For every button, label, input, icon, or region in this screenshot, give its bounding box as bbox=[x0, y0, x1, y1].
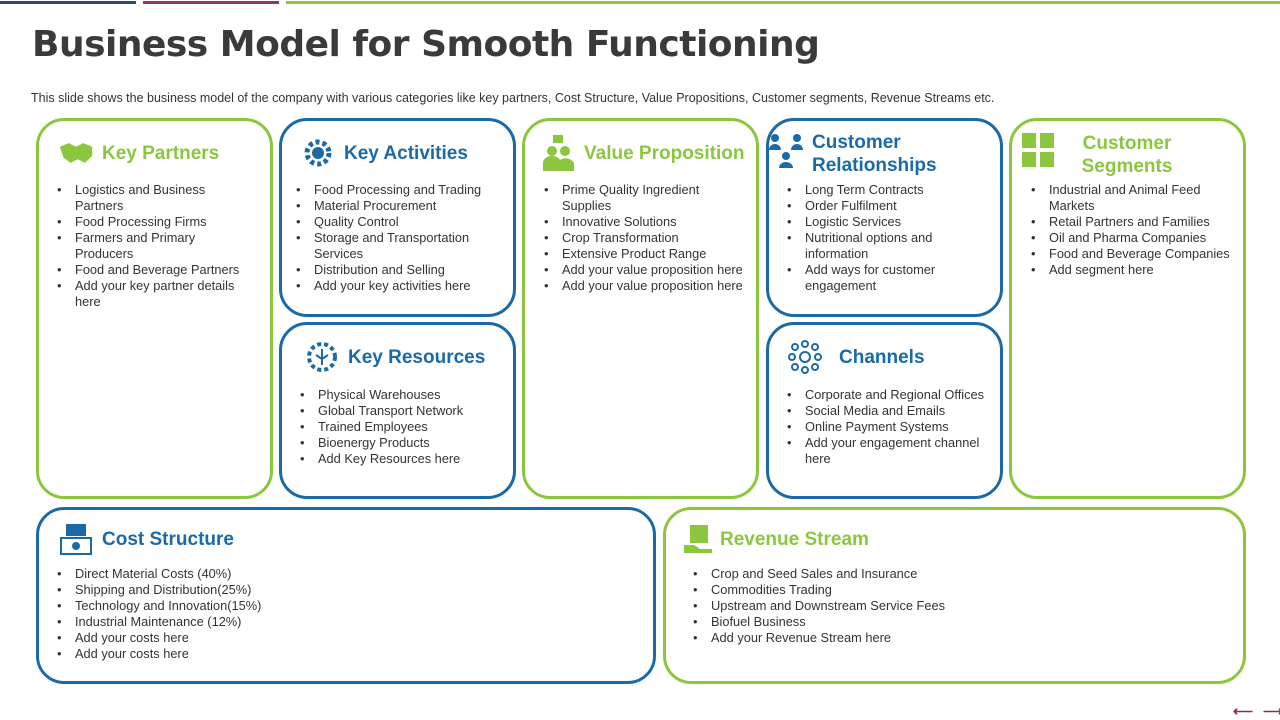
key-partners-header: Key Partners bbox=[58, 135, 219, 171]
value-proposition-box bbox=[522, 118, 759, 499]
key-resources-header: Key Resources bbox=[304, 339, 485, 375]
list-item: Food and Beverage Companies bbox=[1031, 246, 1231, 262]
next-slide-button[interactable]: ⟶ bbox=[1263, 703, 1280, 719]
customer-segments-title: Customer Segments bbox=[1081, 133, 1173, 177]
page-title: Business Model for Smooth Functioning bbox=[32, 24, 820, 65]
list-item: Quality Control bbox=[296, 214, 506, 230]
channels-list: Corporate and Regional Offices Social Me… bbox=[787, 387, 987, 467]
list-item: Logistic Services bbox=[787, 214, 987, 230]
list-item: Farmers and Primary Producers bbox=[57, 230, 257, 262]
list-item: Oil and Pharma Companies bbox=[1031, 230, 1231, 246]
cost-structure-header: Cost Structure bbox=[58, 521, 234, 557]
accent-bar-purple bbox=[143, 1, 279, 4]
list-item: Add your costs here bbox=[57, 646, 457, 662]
list-item: Corporate and Regional Offices bbox=[787, 387, 987, 403]
list-item: Food Processing Firms bbox=[57, 214, 257, 230]
gear-icon bbox=[300, 135, 336, 171]
list-item: Order Fulfilment bbox=[787, 198, 987, 214]
list-item: Commodities Trading bbox=[693, 582, 1093, 598]
customer-segments-header: Customer Segments bbox=[1020, 132, 1182, 178]
resources-icon bbox=[304, 339, 340, 375]
cash-register-icon bbox=[58, 521, 94, 557]
list-item: Prime Quality Ingredient Supplies bbox=[544, 182, 744, 214]
list-item: Industrial Maintenance (12%) bbox=[57, 614, 457, 630]
list-item: Add Key Resources here bbox=[300, 451, 510, 467]
key-activities-list: Food Processing and Trading Material Pro… bbox=[296, 182, 506, 294]
list-item: Food and Beverage Partners bbox=[57, 262, 257, 278]
list-item: Add your key activities here bbox=[296, 278, 506, 294]
list-item: Food Processing and Trading bbox=[296, 182, 506, 198]
channels-header: Channels bbox=[787, 339, 925, 375]
customer-relationships-title: Customer Relationships bbox=[812, 132, 937, 176]
key-activities-title: Key Activities bbox=[344, 142, 468, 164]
list-item: Add your key partner details here bbox=[57, 278, 257, 310]
subtitle: This slide shows the business model of t… bbox=[31, 91, 995, 105]
list-item: Shipping and Distribution(25%) bbox=[57, 582, 457, 598]
money-hand-icon bbox=[680, 521, 716, 557]
list-item: Technology and Innovation(15%) bbox=[57, 598, 457, 614]
revenue-stream-header: Revenue Stream bbox=[680, 521, 869, 557]
list-item: Physical Warehouses bbox=[300, 387, 510, 403]
list-item: Logistics and Business Partners bbox=[57, 182, 257, 214]
handshake-icon bbox=[58, 135, 94, 171]
network-icon bbox=[787, 339, 823, 375]
list-item: Material Procurement bbox=[296, 198, 506, 214]
list-item: Upstream and Downstream Service Fees bbox=[693, 598, 1093, 614]
revenue-stream-list: Crop and Seed Sales and Insurance Commod… bbox=[693, 566, 1093, 646]
customer-segments-list: Industrial and Animal Feed Markets Retai… bbox=[1031, 182, 1231, 278]
list-item: Storage and Transportation Services bbox=[296, 230, 506, 262]
key-resources-title: Key Resources bbox=[348, 346, 486, 368]
presenter-icon bbox=[540, 135, 576, 171]
list-item: Crop and Seed Sales and Insurance bbox=[693, 566, 1093, 582]
list-item: Distribution and Selling bbox=[296, 262, 506, 278]
list-item: Crop Transformation bbox=[544, 230, 744, 246]
list-item: Bioenergy Products bbox=[300, 435, 510, 451]
list-item: Biofuel Business bbox=[693, 614, 1093, 630]
list-item: Add your value proposition here bbox=[544, 278, 744, 294]
list-item: Nutritional options and information bbox=[787, 230, 987, 262]
list-item: Extensive Product Range bbox=[544, 246, 744, 262]
list-item: Innovative Solutions bbox=[544, 214, 744, 230]
key-activities-header: Key Activities bbox=[300, 135, 468, 171]
cost-structure-list: Direct Material Costs (40%) Shipping and… bbox=[57, 566, 457, 662]
accent-bar-navy bbox=[0, 1, 136, 4]
accent-bar-green bbox=[286, 1, 1280, 4]
list-item: Direct Material Costs (40%) bbox=[57, 566, 457, 582]
channels-title: Channels bbox=[839, 346, 925, 368]
people-icon bbox=[768, 131, 804, 168]
key-partners-list: Logistics and Business Partners Food Pro… bbox=[57, 182, 257, 310]
cost-structure-title: Cost Structure bbox=[102, 528, 234, 550]
list-item: Global Transport Network bbox=[300, 403, 510, 419]
list-item: Add ways for customer engagement bbox=[787, 262, 987, 294]
value-proposition-list: Prime Quality Ingredient Supplies Innova… bbox=[544, 182, 744, 294]
list-item: Trained Employees bbox=[300, 419, 510, 435]
key-partners-title: Key Partners bbox=[102, 142, 220, 164]
list-item: Add your costs here bbox=[57, 630, 457, 646]
list-item: Retail Partners and Families bbox=[1031, 214, 1231, 230]
list-item: Industrial and Animal Feed Markets bbox=[1031, 182, 1231, 214]
value-proposition-title: Value Proposition bbox=[584, 142, 745, 164]
list-item: Add segment here bbox=[1031, 262, 1231, 278]
list-item: Add your value proposition here bbox=[544, 262, 744, 278]
prev-slide-button[interactable]: ⟵ bbox=[1233, 703, 1254, 719]
key-resources-list: Physical Warehouses Global Transport Net… bbox=[300, 387, 510, 467]
list-item: Long Term Contracts bbox=[787, 182, 987, 198]
list-item: Online Payment Systems bbox=[787, 419, 987, 435]
list-item: Add your engagement channel here bbox=[787, 435, 987, 467]
value-proposition-header: Value Proposition bbox=[540, 135, 744, 171]
revenue-stream-title: Revenue Stream bbox=[720, 528, 869, 550]
segments-icon bbox=[1020, 132, 1056, 168]
list-item: Add your Revenue Stream here bbox=[693, 630, 1093, 646]
customer-relationships-header: Customer Relationships bbox=[768, 131, 972, 177]
list-item: Social Media and Emails bbox=[787, 403, 987, 419]
customer-relationships-list: Long Term Contracts Order Fulfilment Log… bbox=[787, 182, 987, 294]
